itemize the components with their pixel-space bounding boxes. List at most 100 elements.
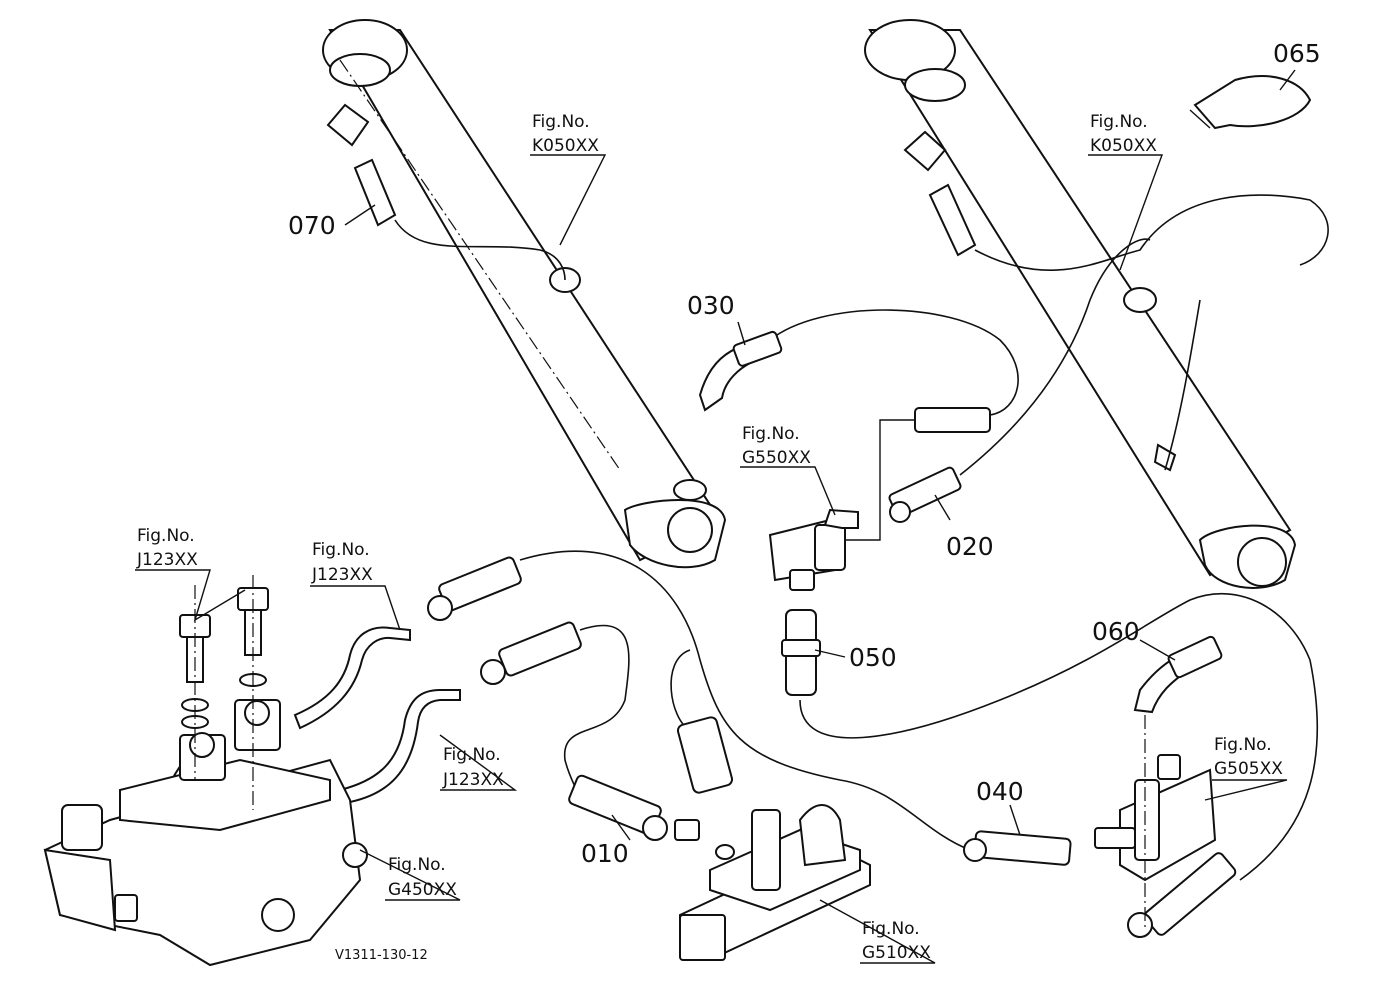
hose-050-loop bbox=[799, 592, 1319, 881]
label-040: 040 bbox=[976, 777, 1024, 806]
leader-ref-g550 bbox=[740, 466, 836, 516]
hose-middle-jumper bbox=[670, 649, 691, 731]
valve-g510-elbow-right bbox=[798, 804, 847, 867]
leader-ref-k050-left bbox=[530, 154, 607, 246]
right-cylinder-pivot-eye bbox=[1237, 537, 1287, 587]
valve-g510-end-block bbox=[679, 914, 726, 961]
hose-020-run bbox=[959, 238, 1151, 476]
hose-030-crimp bbox=[732, 330, 783, 367]
valve-port-right-bore bbox=[244, 700, 270, 726]
leader-050 bbox=[814, 649, 846, 658]
leader-ref-k050-right bbox=[1088, 154, 1164, 271]
valve-port-left-bore bbox=[189, 732, 215, 758]
left-cylinder bbox=[322, 19, 727, 569]
bracket-g550-hose-end bbox=[914, 407, 991, 433]
leader-ref-j123-upper bbox=[310, 585, 401, 631]
valve-plug-side bbox=[342, 842, 368, 868]
bracket-g505-tee bbox=[1134, 779, 1160, 861]
control-valve-solenoid bbox=[61, 804, 103, 851]
hose-lines bbox=[394, 194, 1329, 881]
fig-ref-label: Fig.No. bbox=[1214, 735, 1272, 755]
cable-tie-065 bbox=[1189, 75, 1312, 130]
fig-ref-label: Fig.No. bbox=[443, 745, 501, 765]
fig-ref-code: J123XX bbox=[136, 550, 198, 570]
label-030: 030 bbox=[687, 291, 735, 320]
hose-040-body bbox=[973, 830, 1072, 866]
hose-040-run bbox=[519, 550, 971, 851]
leader-ref-g505 bbox=[1204, 779, 1288, 801]
label-020: 020 bbox=[946, 532, 994, 561]
valve-g510 bbox=[674, 804, 871, 961]
valve-lever-pin bbox=[114, 894, 138, 922]
leader-030 bbox=[737, 321, 746, 346]
bracket-g550-tee bbox=[814, 524, 846, 571]
hose-assemblies bbox=[427, 330, 1237, 936]
hose-060-crimp bbox=[1167, 635, 1223, 679]
right-cylinder-rod-end bbox=[904, 68, 966, 102]
valve-g510-elbow-left bbox=[751, 809, 781, 891]
valve-plug-front bbox=[261, 898, 295, 932]
right-cylinder-clip bbox=[1153, 443, 1177, 472]
hose-040-end bbox=[963, 838, 987, 862]
bracket-g550-pipe bbox=[845, 419, 915, 541]
leader-ref-g450 bbox=[359, 849, 461, 901]
cable-tie-loop bbox=[1193, 75, 1312, 130]
left-cylinder-axis-line bbox=[339, 59, 621, 471]
hose-010-nut bbox=[642, 815, 668, 841]
leader-ref-j123-lower bbox=[439, 734, 518, 791]
right-top-elbow-fitting bbox=[903, 130, 947, 172]
fig-ref-code: G550XX bbox=[742, 448, 811, 468]
hose-right-top-run bbox=[974, 194, 1329, 271]
fig-ref-code: J123XX bbox=[311, 565, 373, 585]
leader-040 bbox=[1009, 804, 1021, 836]
leader-010 bbox=[611, 814, 631, 841]
hose-070-run bbox=[394, 219, 566, 281]
bracket-g505-lower-nut bbox=[1127, 912, 1153, 938]
part-number-labels: 070 030 020 050 060 040 010 065 bbox=[288, 39, 1321, 868]
right-top-hose-end bbox=[928, 183, 977, 257]
hose-upper-j123-nut bbox=[427, 595, 453, 621]
bracket-g550-elbow bbox=[823, 508, 859, 529]
fig-ref-label: Fig.No. bbox=[742, 424, 800, 444]
control-valve bbox=[43, 699, 368, 967]
fig-ref-label: Fig.No. bbox=[312, 540, 370, 560]
fig-ref-label: Fig.No. bbox=[862, 919, 920, 939]
left-cylinder-port-b bbox=[673, 479, 707, 501]
pipe-upper bbox=[293, 626, 411, 730]
label-070: 070 bbox=[288, 211, 336, 240]
bracket-g505-fitting-side bbox=[1094, 827, 1136, 849]
fig-ref-code: G510XX bbox=[862, 943, 931, 963]
hose-lower-j123-body bbox=[498, 621, 582, 677]
hose-020-nut bbox=[889, 501, 911, 523]
bracket-g550 bbox=[768, 407, 991, 591]
fig-ref-label: Fig.No. bbox=[388, 855, 446, 875]
leader-lines bbox=[135, 69, 1296, 964]
hose-right-cylinder-drop bbox=[1164, 299, 1201, 471]
o-ring bbox=[715, 844, 735, 860]
left-top-hose-end-070 bbox=[353, 158, 397, 227]
adapter-fitting bbox=[674, 819, 700, 841]
fig-ref-label: Fig.No. bbox=[137, 526, 195, 546]
left-cylinder-body bbox=[328, 29, 722, 562]
hose-030-upper-run bbox=[769, 309, 1019, 416]
pipe-lower bbox=[338, 689, 461, 805]
leader-060 bbox=[1139, 639, 1176, 661]
control-valve-end-cap bbox=[43, 848, 117, 932]
label-010: 010 bbox=[581, 839, 629, 868]
fig-ref-code: J123XX bbox=[442, 770, 504, 790]
cable-tie-tail bbox=[1189, 109, 1211, 129]
label-060: 060 bbox=[1092, 617, 1140, 646]
bracket-g505 bbox=[1094, 715, 1217, 938]
fig-ref-label: Fig.No. bbox=[532, 112, 590, 132]
banjo-bolts bbox=[179, 575, 269, 810]
left-cylinder-pivot-eye bbox=[667, 507, 713, 553]
hose-middle-body bbox=[676, 716, 734, 794]
hose-050-clamp bbox=[781, 639, 821, 657]
control-valve-top-plate bbox=[119, 758, 331, 832]
hose-010-run bbox=[564, 624, 630, 801]
right-cylinder-port-a bbox=[1123, 287, 1157, 313]
hose-lower-j123-nut bbox=[480, 659, 506, 685]
label-065: 065 bbox=[1273, 39, 1321, 68]
